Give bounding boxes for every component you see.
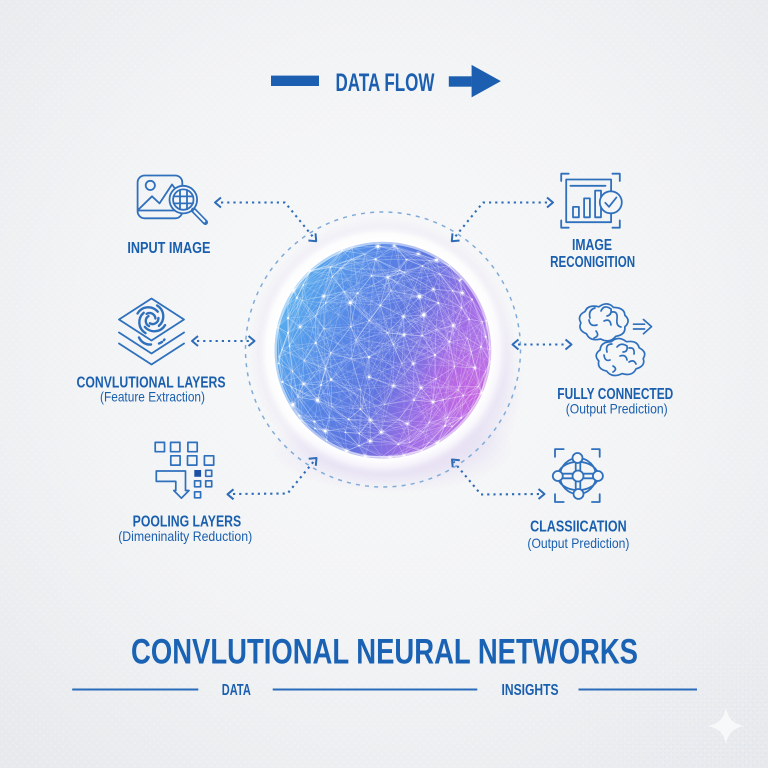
svg-text:FULLY CONNECTED: FULLY CONNECTED [557,386,673,403]
svg-text:POOLING LAYERS: POOLING LAYERS [133,514,242,531]
svg-text:DATA: DATA [222,682,251,699]
svg-text:CONVLUTIONAL NEURAL NETWORKS: CONVLUTIONAL NEURAL NETWORKS [131,633,638,672]
svg-text:DATA FLOW: DATA FLOW [336,69,435,97]
svg-text:CONVLUTIONAL LAYERS: CONVLUTIONAL LAYERS [77,375,226,392]
svg-text:(Output Prediction): (Output Prediction) [527,535,629,551]
svg-text:(Output Prediction): (Output Prediction) [566,400,668,416]
svg-text:(Feature Extraction): (Feature Extraction) [100,389,205,405]
svg-text:INSIGHTS: INSIGHTS [502,682,559,699]
svg-text:CLASSIICATION: CLASSIICATION [530,518,627,535]
svg-text:(Dimeninality Reduction): (Dimeninality Reduction) [118,528,252,544]
svg-text:RECONIGITION: RECONIGITION [550,254,635,271]
svg-text:INPUT IMAGE: INPUT IMAGE [127,240,210,257]
svg-text:IMAGE: IMAGE [572,237,612,254]
